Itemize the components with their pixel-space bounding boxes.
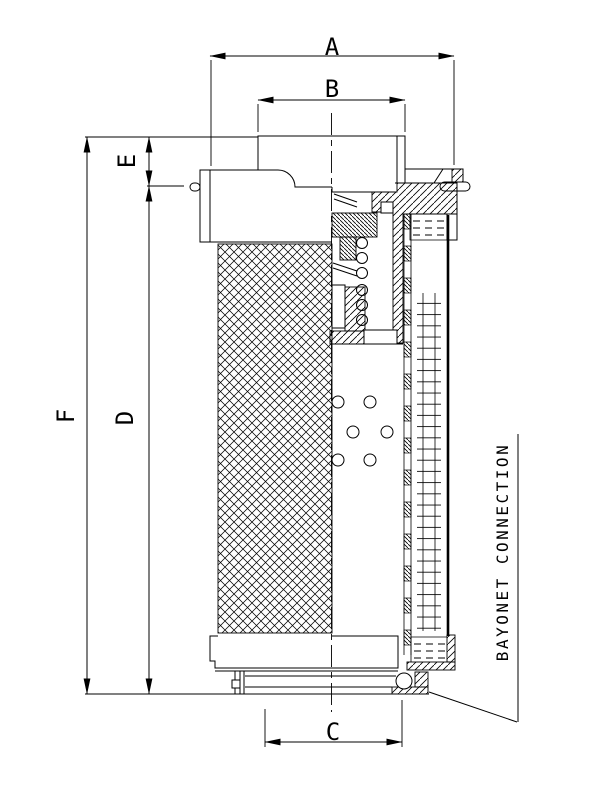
left-nub [189, 182, 201, 192]
valve-poppet-section [339, 236, 357, 261]
perforated-tube-sections [403, 213, 412, 646]
lower-seal-chamber [410, 636, 447, 662]
dim-c-label: C [326, 718, 340, 746]
shell-bottom-section [406, 661, 456, 671]
bayonet-connector [231, 671, 429, 695]
tube-holes [331, 395, 394, 467]
dim-e-label: E [113, 154, 141, 168]
bayonet-notch [231, 679, 241, 689]
o-ring [395, 672, 413, 690]
retainer-foot-section [329, 330, 365, 345]
retainer-plate [363, 329, 398, 345]
bayonet-lug-base [391, 686, 429, 695]
end-cap-outline [209, 635, 399, 669]
shell-flange [371, 168, 471, 344]
bayonet-connection-label: BAYONET CONNECTION [493, 443, 512, 661]
dim-f-label: F [52, 409, 80, 423]
valve-seat-section [331, 212, 378, 238]
mesh-screen [417, 293, 441, 631]
filter-head [189, 135, 406, 243]
filter-media [217, 243, 333, 634]
spring-retainer-section [344, 286, 366, 332]
outer-shell [406, 214, 456, 671]
dimension-f: F [52, 136, 91, 695]
bottom-end-cap [209, 635, 399, 672]
shell-bottom-wall-section [446, 634, 456, 663]
dimension-d: D [111, 185, 153, 695]
head-brim-fillet [277, 169, 332, 188]
perforated-tube [331, 213, 412, 655]
dimension-a: A [209, 33, 455, 166]
leader-line [428, 691, 518, 723]
head-brim-outline [199, 169, 332, 243]
flange-section [451, 168, 464, 184]
dimension-e: E [113, 136, 153, 187]
dimension-c: C [264, 700, 403, 747]
dim-a-label: A [325, 33, 340, 61]
valve-port [380, 201, 394, 214]
spring-coil-bars [332, 193, 358, 277]
dim-d-label: D [111, 411, 139, 425]
dimension-b: B [257, 75, 406, 132]
flange-chamfer [433, 168, 444, 184]
head-neck-outline [257, 135, 406, 183]
dim-b-label: B [325, 75, 339, 103]
spring-guide [331, 284, 346, 329]
bypass-valve-spring [329, 193, 403, 345]
bayonet-lug-section [414, 671, 429, 688]
upper-seal-chamber [409, 214, 447, 241]
bayonet-annotation: BAYONET CONNECTION [428, 434, 519, 723]
